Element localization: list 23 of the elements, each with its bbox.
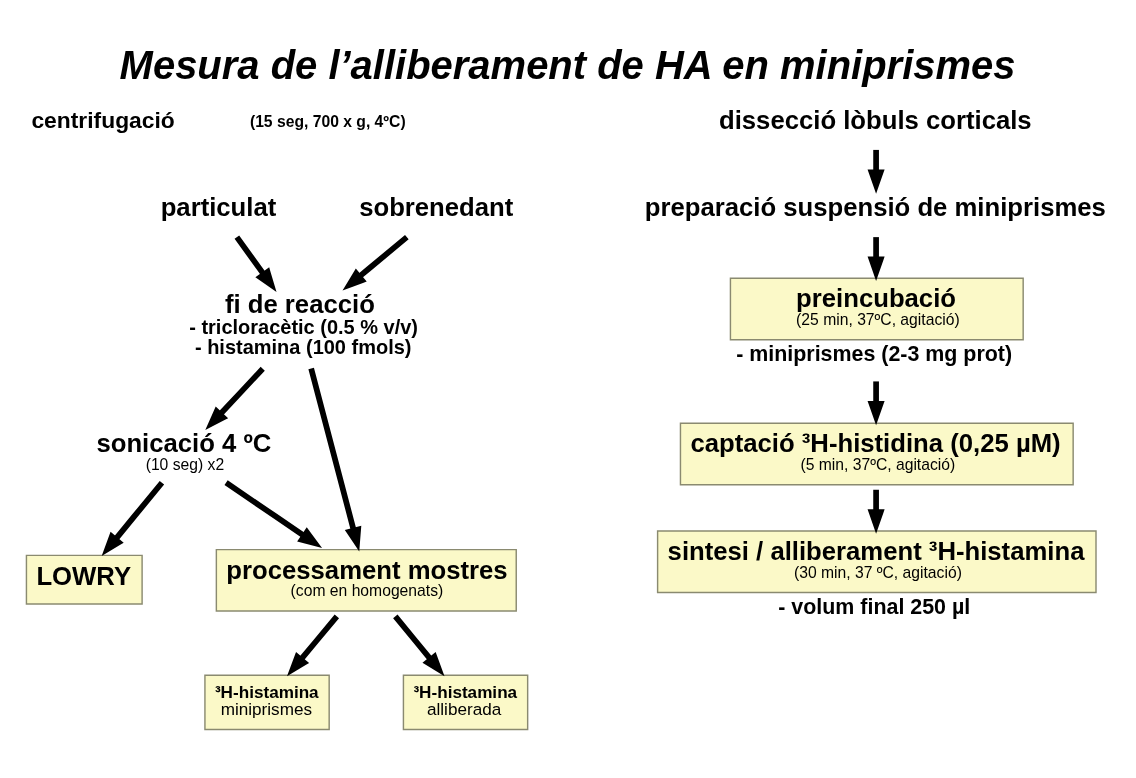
arrow xyxy=(867,149,885,194)
arrow xyxy=(308,367,362,552)
arrow xyxy=(234,235,277,293)
node-text: fi de reacció - tricloracètic (0.5 % v/v) - histamina (100 fmols) xyxy=(189,290,419,359)
node-text: particulat xyxy=(160,193,277,222)
label: (15 seg, 700 x g, 4ºC) xyxy=(249,112,406,130)
node-text: sobrenedant xyxy=(359,193,514,222)
arrow xyxy=(393,614,445,677)
label: centrifugació xyxy=(31,107,175,134)
arrow xyxy=(224,480,323,549)
node-text: sonicació 4 ºC (10 seg) x2 xyxy=(96,429,272,474)
node-text: preparació suspensió de miniprismes xyxy=(644,193,1106,222)
arrow xyxy=(867,381,885,426)
arrow xyxy=(867,237,885,281)
node-text: dissecció lòbuls corticals xyxy=(719,105,1032,134)
arrow xyxy=(205,366,265,431)
arrow xyxy=(286,614,340,677)
arrow xyxy=(101,480,165,557)
node-label: - volum final 250 µl xyxy=(778,594,971,619)
arrow xyxy=(867,489,885,534)
node-label: - miniprismes (2-3 mg prot) xyxy=(736,342,1013,367)
diagram-title: Mesura de l’alliberament de HA en miniprismes xyxy=(119,42,1016,87)
arrow xyxy=(342,234,409,291)
